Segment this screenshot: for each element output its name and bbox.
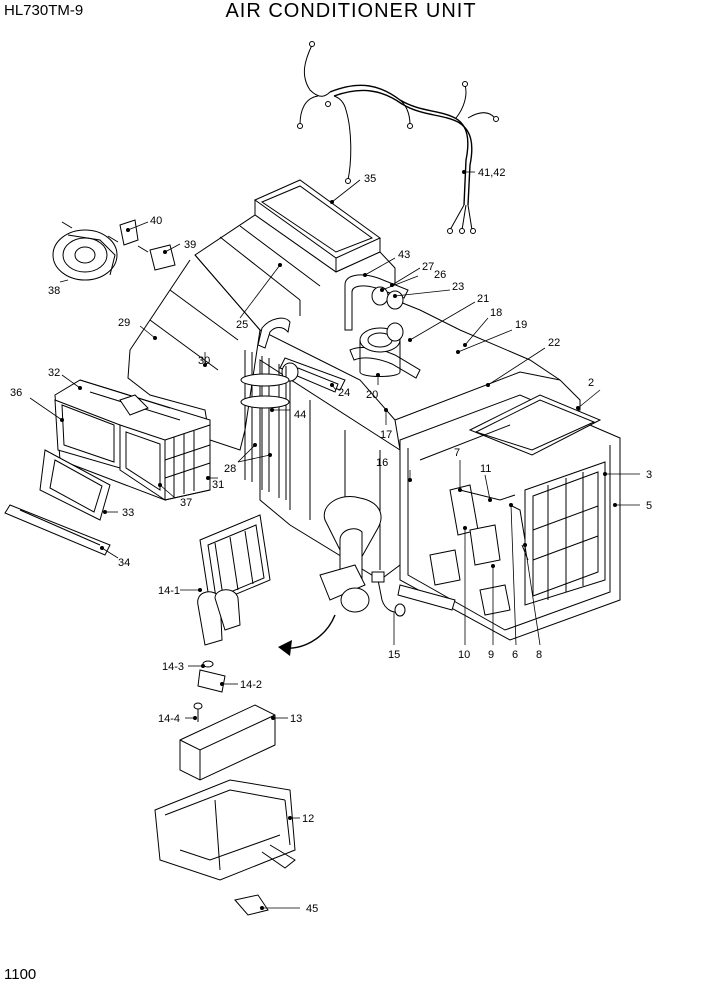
callout-8: 8 xyxy=(536,649,542,661)
assembly-arrow xyxy=(278,614,336,656)
callout-31: 31 xyxy=(212,479,224,491)
callout-2: 2 xyxy=(588,377,594,389)
callout-30: 30 xyxy=(198,355,210,367)
page-number: 1100 xyxy=(4,966,37,983)
model-number: HL730TM-9 xyxy=(4,2,84,19)
callout-21: 21 xyxy=(477,293,489,305)
callout-39: 39 xyxy=(184,239,196,251)
callout-40: 40 xyxy=(150,215,162,227)
wiring-harness xyxy=(297,41,499,234)
callout-45: 45 xyxy=(306,903,318,915)
drain-tubes xyxy=(240,350,290,500)
callout-43: 43 xyxy=(398,249,410,261)
callout-44: 44 xyxy=(294,409,306,421)
callout-14-4: 14-4 xyxy=(158,713,180,725)
callout-12: 12 xyxy=(302,813,314,825)
fittings xyxy=(193,660,226,722)
callout-11: 11 xyxy=(480,463,491,475)
callout-20: 20 xyxy=(366,389,378,401)
callout-32: 32 xyxy=(48,367,60,379)
callout-29: 29 xyxy=(118,317,130,329)
callout-38: 38 xyxy=(48,285,60,297)
callout-34: 34 xyxy=(118,557,130,569)
callout-17: 17 xyxy=(380,429,392,441)
heater-cover xyxy=(179,704,276,781)
callout-22: 22 xyxy=(548,337,560,349)
callout-37: 37 xyxy=(180,497,192,509)
callout-25: 25 xyxy=(236,319,248,331)
callout-10: 10 xyxy=(458,649,470,661)
filter-panels xyxy=(4,449,111,556)
intake-box xyxy=(54,379,211,501)
callout-15: 15 xyxy=(388,649,400,661)
callout-14-1: 14-1 xyxy=(158,585,180,597)
front-duct-elbow xyxy=(319,496,382,613)
callout-14-3: 14-3 xyxy=(162,661,184,673)
lower-tray xyxy=(154,779,296,881)
callout-35: 35 xyxy=(364,173,376,185)
callout-33: 33 xyxy=(122,507,134,519)
sensor-and-bracket xyxy=(371,571,456,617)
page-title: AIR CONDITIONER UNIT xyxy=(225,0,477,22)
callout-23: 23 xyxy=(452,281,464,293)
callout-13: 13 xyxy=(290,713,302,725)
gasket xyxy=(234,894,269,916)
callout-16: 16 xyxy=(376,457,388,469)
callout-27: 27 xyxy=(422,261,434,273)
callout-3: 3 xyxy=(646,469,652,481)
callout-7: 7 xyxy=(454,447,460,459)
heater-core xyxy=(197,514,271,646)
leader-lines xyxy=(29,170,640,910)
callout-18: 18 xyxy=(490,307,502,319)
callout-36: 36 xyxy=(10,387,22,399)
callout-26: 26 xyxy=(434,269,446,281)
blower-motor xyxy=(52,219,176,281)
callout-9: 9 xyxy=(488,649,494,661)
callout-6: 6 xyxy=(512,649,518,661)
callout-24: 24 xyxy=(338,387,350,399)
callout-5: 5 xyxy=(646,500,652,512)
callout-41-42: 41,42 xyxy=(478,167,506,179)
callout-28: 28 xyxy=(224,463,236,475)
control-components xyxy=(429,484,529,616)
callout-14-2: 14-2 xyxy=(240,679,262,691)
callout-19: 19 xyxy=(515,319,527,331)
callout-labels: 2 3 5 6 7 8 9 10 11 12 13 14-1 14-2 14-3… xyxy=(10,167,652,915)
